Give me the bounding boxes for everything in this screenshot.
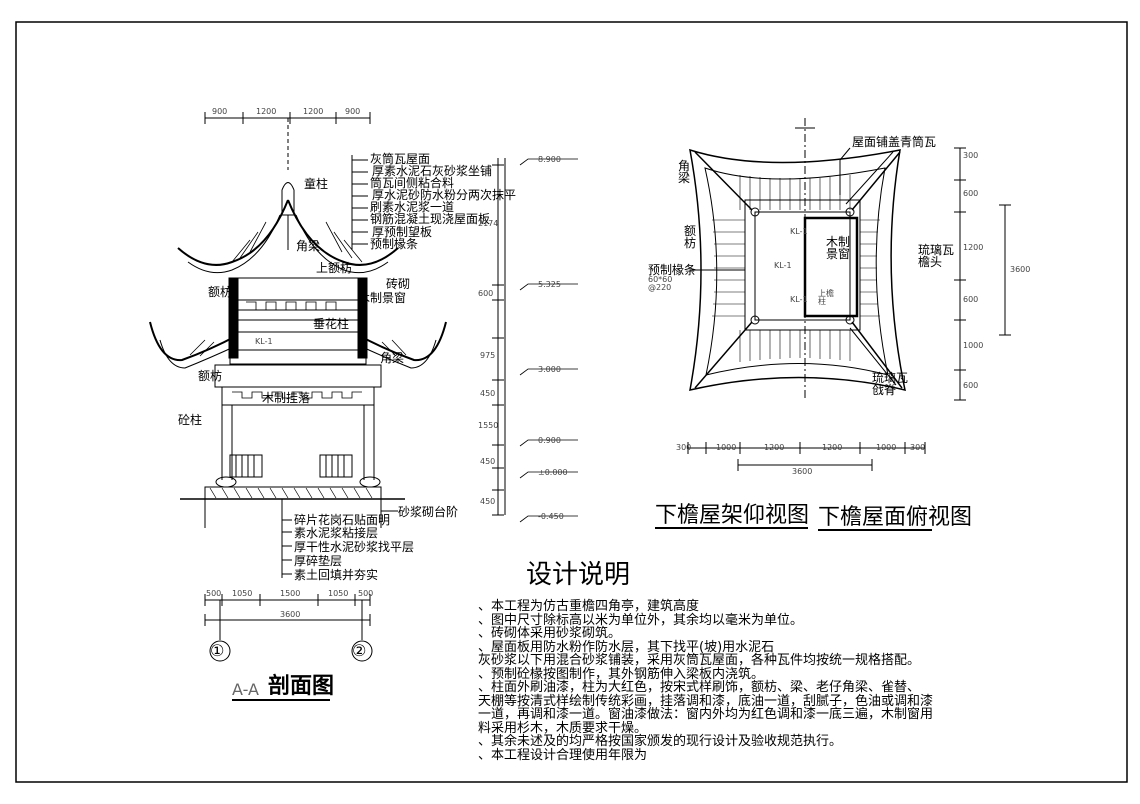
roof-layer-8: 预制椽条 — [370, 237, 419, 251]
note-line: 、屋面板用防水粉作防水层，其下找平(坡)用水泥石 — [478, 639, 775, 655]
plan-kl-3: KL-1 — [790, 295, 808, 304]
dim-top-2: 1200 — [256, 107, 277, 116]
section-title: 剖面图 — [268, 674, 335, 699]
note-line: 、本工程设计合理使用年限为 — [478, 747, 648, 763]
plan-label-window: 木制景窗 — [826, 235, 851, 261]
dim-top-1: 900 — [212, 107, 228, 116]
plan-rdim-1: 300 — [963, 151, 979, 160]
plan-rdim-total: 3600 — [1010, 265, 1031, 274]
label-concrete-column: 砼柱 — [178, 413, 203, 427]
plan-dim-5: 1000 — [876, 443, 897, 452]
roof-layer-7: 厚预制望板 — [372, 225, 433, 239]
note-line: 一道，再调和漆一道。窗油漆做法：窗内外均为红色调和漆一底三遍，木制窗用 — [478, 707, 934, 722]
label-brick: 砖砌 — [386, 277, 411, 291]
label-jiaoliang-upper: 角梁 — [296, 239, 321, 253]
base-layer-5: 素土回填并夯实 — [294, 568, 379, 582]
plan-rdim-2: 600 — [963, 189, 979, 198]
label-gualuo: 木制挂落 — [262, 391, 311, 405]
plan-label-jiaoliang: 角梁 — [678, 159, 691, 185]
plan-title-soffit: 下檐屋架仰视图 — [655, 503, 810, 528]
note-line: 、本工程为仿古重檐四角亭，建筑高度 — [478, 599, 700, 614]
roof-layer-2: 厚素水泥石灰砂浆坐铺 — [372, 164, 493, 178]
plan-label-efang: 额枋 — [684, 224, 697, 250]
label-wood-window: 木制景窗 — [358, 291, 407, 305]
base-layer-4: 厚碎垫层 — [294, 554, 343, 568]
label-efang-lower: 额枋 — [198, 369, 223, 383]
note-line: 、柱面外刷油漆，柱为大红色，按宋式样刷饰，额枋、梁、老仔角梁、雀替、 — [478, 680, 921, 695]
plan-dim-3: 1200 — [764, 443, 785, 452]
side-dim-4: 450 — [480, 389, 496, 398]
label-tongzhu: 童柱 — [304, 177, 329, 191]
plan-kl-2: KL-1 — [774, 261, 792, 270]
label-shang-efang: 上额枋 — [316, 261, 353, 275]
roof-layer-4: 厚水泥砂防水粉分两次抹平 — [372, 188, 517, 202]
axis-marker-1: ① — [210, 641, 225, 660]
section-drawing — [149, 112, 578, 662]
label-steps: 砂浆砌台阶 — [398, 505, 459, 519]
plan-kl-1: KL-1 — [790, 227, 808, 236]
notes-title: 设计说明 — [526, 560, 631, 590]
plan-title-roof: 下檐屋面俯视图 — [818, 505, 973, 530]
roof-layer-3: 筒瓦间侧粘合料 — [370, 176, 455, 190]
roof-layer-6: 钢筋混凝土现浇屋面板 — [370, 212, 491, 226]
plan-dim-1: 300 — [676, 443, 692, 452]
axis-marker-2: ② — [352, 641, 367, 660]
dim-bottom-4: 1050 — [328, 589, 349, 598]
note-line: 、图中尺寸除标高以米为单位外，其余均以毫米为单位。 — [478, 612, 804, 628]
section-title-prefix: A-A — [232, 680, 259, 699]
elev-8900: 8.900 — [538, 155, 561, 164]
dim-top-3: 1200 — [303, 107, 324, 116]
base-layer-1: 碎片花岗石贴面明 — [294, 513, 391, 527]
plan-rafter-spec: 60*60 @220 — [648, 275, 673, 292]
elev-0000: ±0.000 — [538, 468, 568, 477]
plan-drawing — [655, 118, 1011, 531]
elev-5325: 5.325 — [538, 280, 561, 289]
side-dim-7: 450 — [480, 497, 496, 506]
label-jiaoliang-lower: 角梁 — [380, 351, 405, 365]
elev-3000: 3.000 — [538, 365, 561, 374]
base-layer-3: 厚干性水泥砂浆找平层 — [294, 540, 415, 554]
side-dim-2: 600 — [478, 289, 494, 298]
base-layer-2: 素水泥浆粘接层 — [294, 526, 379, 540]
plan-label-rafters: 预制椽条 — [648, 263, 697, 277]
plan-label-roof-tile: 屋面铺盖青筒瓦 — [852, 135, 937, 149]
roof-layer-5: 刷素水泥浆一道 — [370, 200, 455, 214]
dim-top-4: 900 — [345, 107, 361, 116]
dim-bottom-3: 1500 — [280, 589, 301, 598]
note-line: 、其余未述及的均严格按国家颁发的现行设计及验收规范执行。 — [478, 734, 843, 749]
plan-rdim-6: 600 — [963, 381, 979, 390]
dim-bottom-total: 3600 — [280, 610, 301, 619]
plan-dim-2: 1000 — [716, 443, 737, 452]
elev-0900: 0.900 — [538, 436, 561, 445]
side-dim-6: 450 — [480, 457, 496, 466]
dim-bottom-2: 1050 — [232, 589, 253, 598]
dim-bottom-5: 500 — [358, 589, 374, 598]
label-chuihuazhu: 垂花柱 — [313, 317, 350, 331]
plan-dim-6: 300 — [910, 443, 926, 452]
plan-dim-total: 3600 — [792, 467, 813, 476]
side-dim-3: 975 — [480, 351, 496, 360]
plan-label-upper-column: 上檐柱 — [818, 289, 834, 306]
plan-label-ridge-tile: 琉璃瓦戗脊 — [872, 371, 909, 397]
sheet-border — [15, 21, 1128, 783]
roof-layer-1: 灰筒瓦屋面 — [370, 152, 431, 166]
plan-rdim-5: 1000 — [963, 341, 984, 350]
side-dim-5: 1550 — [478, 421, 499, 430]
dim-bottom-1: 500 — [206, 589, 222, 598]
plan-rdim-4: 600 — [963, 295, 979, 304]
note-line: 、砖砌体采用砂浆砌筑。 — [478, 626, 622, 641]
plan-rdim-3: 1200 — [963, 243, 984, 252]
note-line: 灰砂浆以下用混合砂浆铺装，采用灰筒瓦屋面，各种瓦件均按统一规格搭配。 — [478, 653, 921, 668]
note-line: 料采用杉木，木质要求干燥。 — [478, 720, 648, 736]
note-line: 天棚等按清式样绘制传统彩画，挂落调和漆，底油一道，刮腻子，色油或调和漆 — [478, 693, 934, 709]
notes-list: 、本工程为仿古重檐四角亭，建筑高度 、图中尺寸除标高以米为单位外，其余均以毫米为… — [478, 600, 1128, 762]
plan-label-eave-tile: 琉璃瓦檐头 — [918, 243, 955, 269]
note-line: 、预制砼椽按图制作，其外钢筋伸入梁板内浇筑。 — [478, 666, 765, 682]
label-kl1: KL-1 — [255, 337, 273, 346]
plan-dim-4: 1200 — [822, 443, 843, 452]
label-efang-left: 额枋 — [208, 285, 233, 299]
side-dim-1: 2174 — [478, 219, 499, 228]
elev-minus0450: -0.450 — [538, 512, 564, 521]
